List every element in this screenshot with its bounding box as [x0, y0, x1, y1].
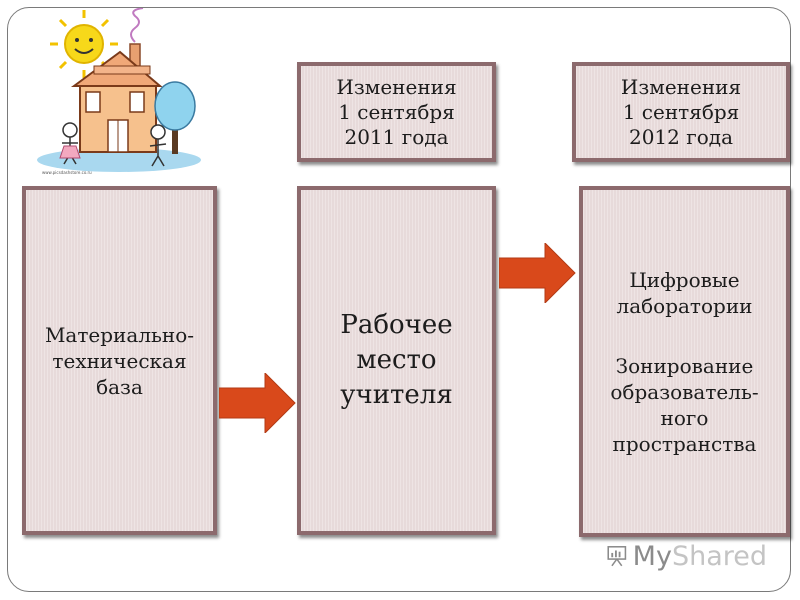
box-material-base-text: Материально- техническая база — [45, 322, 194, 400]
box-teacher-workplace: Рабочее место учителя — [297, 186, 496, 535]
header-2011-line-1: Изменения — [336, 74, 457, 99]
house-drawing-icon — [37, 8, 201, 172]
material-base-line-1: Материально- — [44, 322, 195, 347]
watermark-text: MyShared — [633, 541, 767, 572]
header-box-2012-text: Изменения 1 сентября 2012 года — [621, 75, 741, 150]
arrow-right-icon — [219, 373, 296, 433]
box-digital-labs: Цифровые лаборатории Зонирование образов… — [579, 186, 790, 537]
zoning-line-4: пространства — [612, 431, 757, 456]
zoning-line-3: ного — [660, 405, 709, 430]
box-digital-labs-text: Цифровые лаборатории Зонирование образов… — [610, 267, 758, 457]
material-base-line-3: база — [96, 374, 143, 399]
teacher-workplace-line-1: Рабочее — [340, 310, 453, 340]
header-box-2011-text: Изменения 1 сентября 2011 года — [336, 75, 456, 150]
box-material-base: Материально- техническая база — [22, 186, 217, 535]
material-base-line-2: техническая — [52, 348, 187, 373]
presentation-board-icon — [607, 546, 627, 567]
header-2012-line-1: Изменения — [620, 74, 742, 99]
arrow-right-icon — [499, 243, 576, 303]
teacher-workplace-line-3: учителя — [340, 380, 453, 410]
watermark: MyShared — [607, 536, 767, 576]
zoning-group: Зонирование образователь- ного пространс… — [610, 353, 758, 457]
box-teacher-workplace-text: Рабочее место учителя — [340, 308, 453, 413]
zoning-line-2: образователь- — [610, 379, 759, 404]
header-2012-line-3: 2012 года — [628, 124, 733, 149]
teacher-workplace-line-2: место — [356, 345, 437, 375]
zoning-line-1: Зонирование — [615, 353, 754, 378]
header-box-2011: Изменения 1 сентября 2011 года — [297, 62, 496, 162]
watermark-text-my: My — [632, 540, 672, 572]
header-2011-line-2: 1 сентября — [338, 99, 455, 124]
digital-labs-group: Цифровые лаборатории — [610, 267, 758, 319]
digital-labs-line-1: Цифровые — [629, 267, 740, 292]
watermark-text-shared: Shared — [671, 540, 767, 572]
header-2012-line-2: 1 сентября — [622, 99, 740, 124]
header-box-2012: Изменения 1 сентября 2012 года — [572, 62, 790, 162]
header-2011-line-3: 2011 года — [344, 124, 449, 149]
digital-labs-line-2: лаборатории — [616, 293, 753, 318]
logo-caption: www.picsdashstore.co.ru — [42, 170, 92, 175]
